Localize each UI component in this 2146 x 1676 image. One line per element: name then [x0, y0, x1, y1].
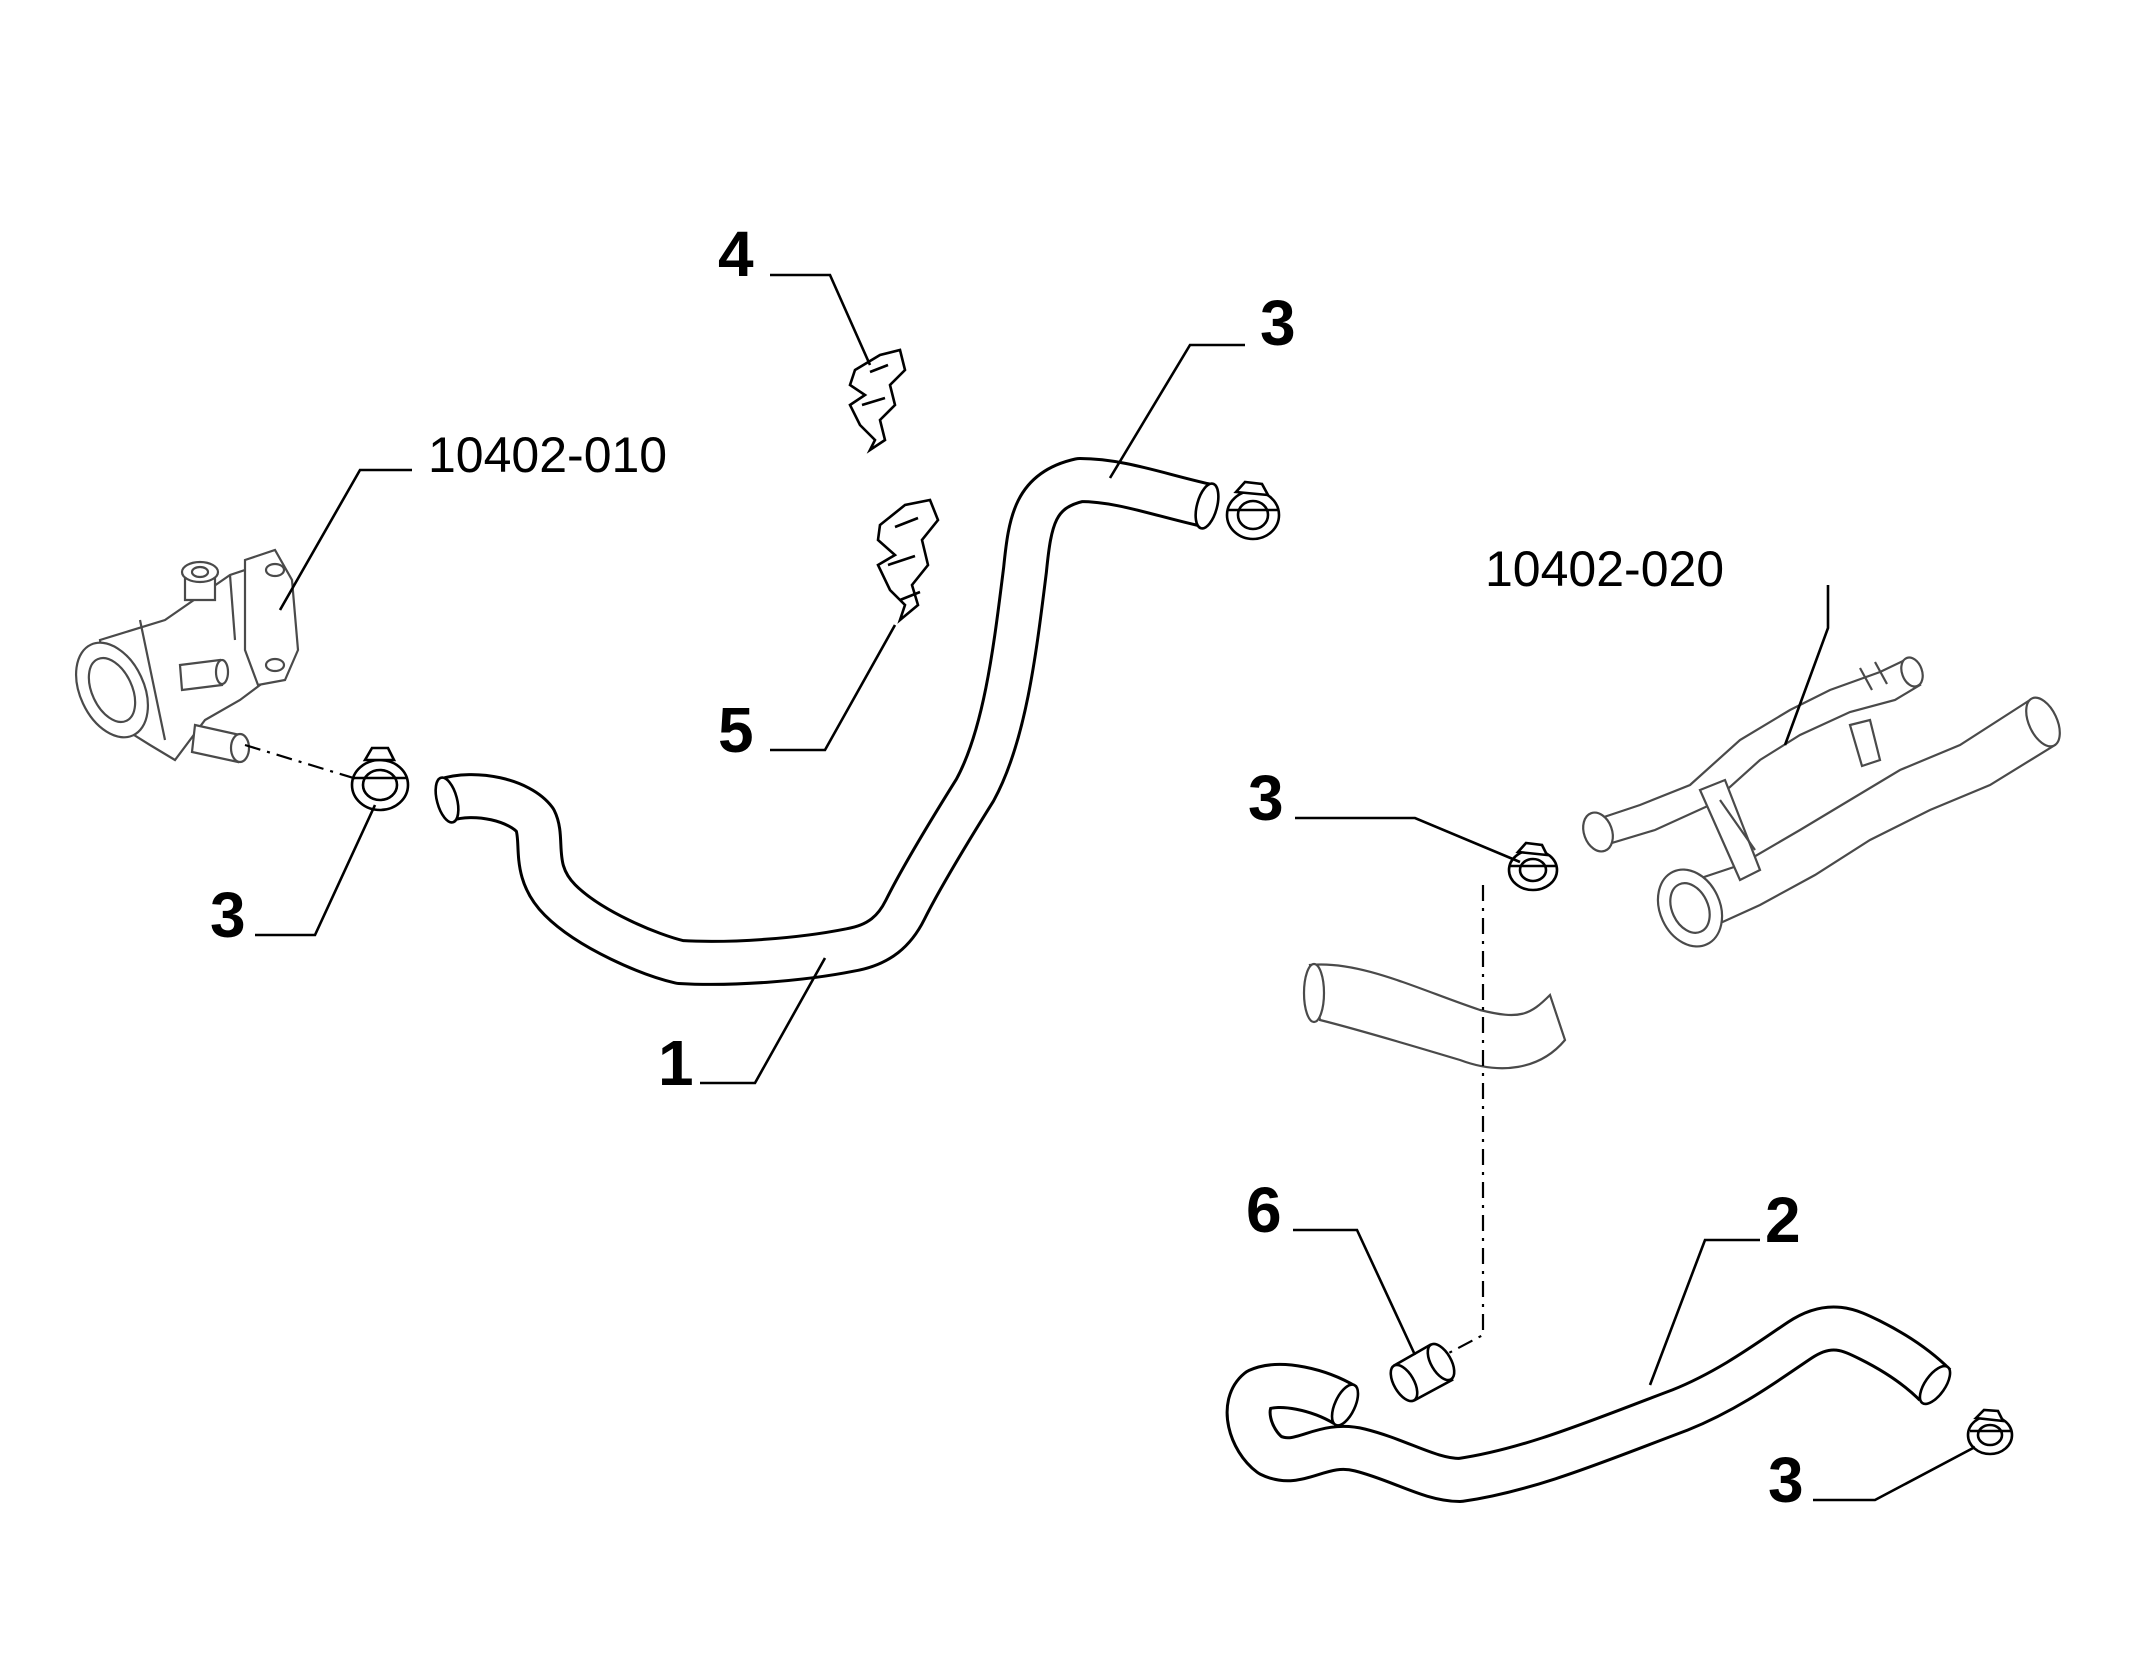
callout-3-top: 3: [1260, 287, 1296, 359]
clip-4: [848, 348, 907, 454]
leader-lines: [255, 273, 1976, 1502]
ref-label-thermostat: 10402-010: [428, 427, 667, 483]
clip-5: [876, 498, 940, 624]
callout-4: 4: [718, 218, 754, 290]
thermostat-housing: [75, 548, 300, 764]
centerline-left: [244, 743, 361, 782]
callout-3-bottom-right: 3: [1768, 1444, 1804, 1516]
callout-3-right-mid: 3: [1248, 762, 1284, 834]
clamp-right-mid: [1507, 841, 1559, 892]
clamp-left: [350, 746, 410, 812]
callout-1: 1: [658, 1027, 694, 1099]
clamp-bottom-right: [1966, 1408, 2014, 1456]
radiator-hose-stub: [1302, 962, 1567, 1070]
ref-label-pipe: 10402-020: [1485, 541, 1724, 597]
hose-1: [434, 457, 1220, 986]
callout-5: 5: [718, 694, 754, 766]
clamp-top-right: [1225, 480, 1281, 541]
hose-2: [1225, 1305, 1952, 1503]
centerline-right-vertical: [1444, 885, 1485, 1356]
callout-3-left: 3: [210, 879, 246, 951]
callout-6: 6: [1246, 1174, 1282, 1246]
sleeve-6: [1389, 1342, 1456, 1403]
callout-2: 2: [1765, 1184, 1801, 1256]
coolant-pipe-assembly: [1582, 656, 2061, 948]
